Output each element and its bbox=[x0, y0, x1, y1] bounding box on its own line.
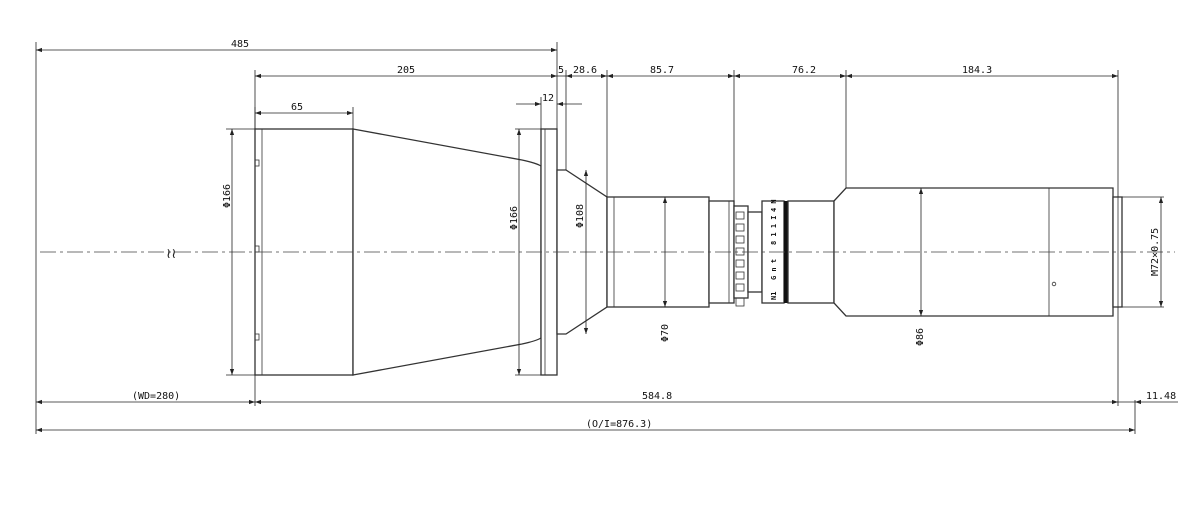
dim-76-2: 76.2 bbox=[792, 65, 816, 76]
dia-rear: Φ86 bbox=[915, 328, 926, 346]
ring-engraving: N1 G n t 8 1 1 I 4 N bbox=[770, 199, 778, 300]
dim-12: 12 bbox=[542, 93, 554, 104]
dim-28-6: 28.6 bbox=[573, 65, 597, 76]
ring-mark-d: 4 N bbox=[770, 199, 778, 212]
dia-thread: M72×0.75 bbox=[1150, 228, 1161, 276]
ring-mark-a: N1 bbox=[770, 292, 778, 300]
dia-cone: Φ108 bbox=[575, 204, 586, 228]
dim-184-3: 184.3 bbox=[962, 65, 992, 76]
dim-wd: (WD=280) bbox=[132, 391, 180, 402]
lens-body: N1 G n t 8 1 1 I 4 N bbox=[254, 128, 1123, 376]
dia-front: Φ166 bbox=[222, 184, 233, 208]
ring-mark-c: 8 1 1 I bbox=[770, 215, 778, 245]
dim-205: 205 bbox=[397, 65, 415, 76]
dim-11-48: 11.48 bbox=[1146, 391, 1176, 402]
break-symbol: ≀≀ bbox=[166, 246, 177, 262]
dia-mid: Φ70 bbox=[660, 324, 671, 342]
dim-65: 65 bbox=[291, 102, 303, 113]
dim-5: 5 bbox=[558, 65, 564, 76]
dim-584-8: 584.8 bbox=[642, 391, 672, 402]
diameter-dimensions: Φ166 Φ166 Φ108 Φ70 Φ86 M72×0.75 bbox=[222, 129, 1164, 375]
dim-485: 485 bbox=[231, 39, 249, 50]
horizontal-dimensions: 485 205 65 5 12 28.6 85.7 76.2 184.3 (WD… bbox=[36, 39, 1178, 433]
ring-mark-b: G n t bbox=[770, 259, 778, 280]
dia-flange: Φ166 bbox=[509, 206, 520, 230]
dim-85-7: 85.7 bbox=[650, 65, 674, 76]
rear-body-screw bbox=[1051, 281, 1057, 287]
dim-oi: (O/I=876.3) bbox=[586, 419, 652, 430]
extension-lines bbox=[35, 42, 1164, 434]
